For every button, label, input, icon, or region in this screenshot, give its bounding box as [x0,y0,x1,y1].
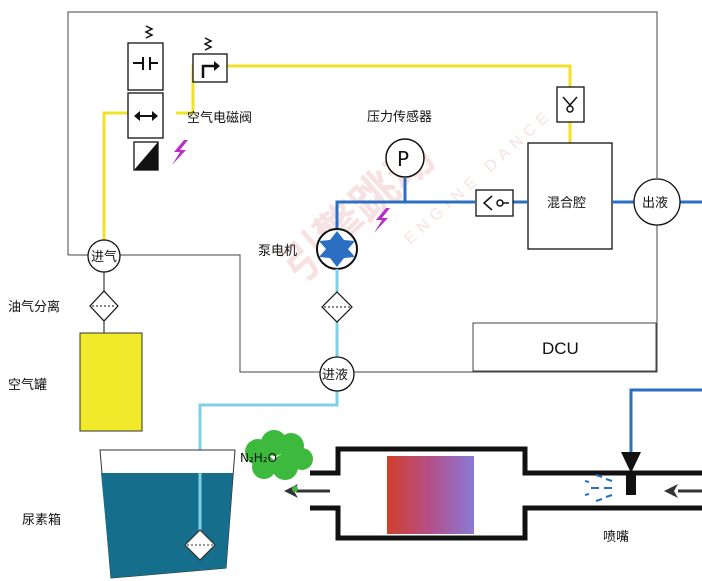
nozzle [584,452,641,502]
exhaust-in-arrow [664,484,702,498]
lightning-icon [172,140,188,165]
pressure-sensor-label: 压力传感器 [367,109,432,125]
lightning-icon-pump [374,208,390,233]
air-check-valve [192,37,228,83]
air-solenoid-valve-label: 空气电磁阀 [187,110,252,126]
pressure-symbol: P [397,147,409,171]
air-tank-label: 空气罐 [8,377,47,393]
control-unit-outline [67,11,658,373]
nozzle-label: 喷嘴 [603,530,629,545]
liquid-line [335,200,702,452]
dcu-box: DCU [472,322,657,372]
air-solenoid-valve [127,25,164,171]
exhaust-out-arrow [284,484,330,498]
mixing-chamber: 混合腔 [527,142,613,250]
oil-gas-separator [89,272,119,333]
watermark: 引擎跳动 ENGINE DANCE [271,106,556,294]
air-in-label: 进气 [91,249,117,265]
exhaust-cloud [245,430,313,480]
liquid-check-valve [475,189,514,217]
pressure-sensor: P [385,138,425,202]
pump-filter [321,291,353,323]
urea-tank-label: 尿素箱 [22,512,61,528]
exhaust-pipe [310,446,702,541]
liquid-in-label: 进液 [322,368,348,383]
liquid-in-port: 进液 [319,356,355,392]
air-tank [79,332,143,432]
air-inlet-check-valve [556,86,585,123]
pump-motor-label: 泵电机 [258,244,297,259]
liquid-out-label: 出液 [642,196,668,211]
exhaust-products-label: N₂H₂O [240,451,277,465]
oil-gas-separator-label: 油气分离 [8,299,60,315]
urea-tank [99,449,236,579]
catalyst [387,456,474,534]
pump-motor [316,228,358,270]
dcu-label: DCU [542,339,579,358]
mixing-chamber-label: 混合腔 [547,196,586,211]
air-in-port: 进气 [87,239,121,273]
liquid-out-port: 出液 [633,178,681,226]
